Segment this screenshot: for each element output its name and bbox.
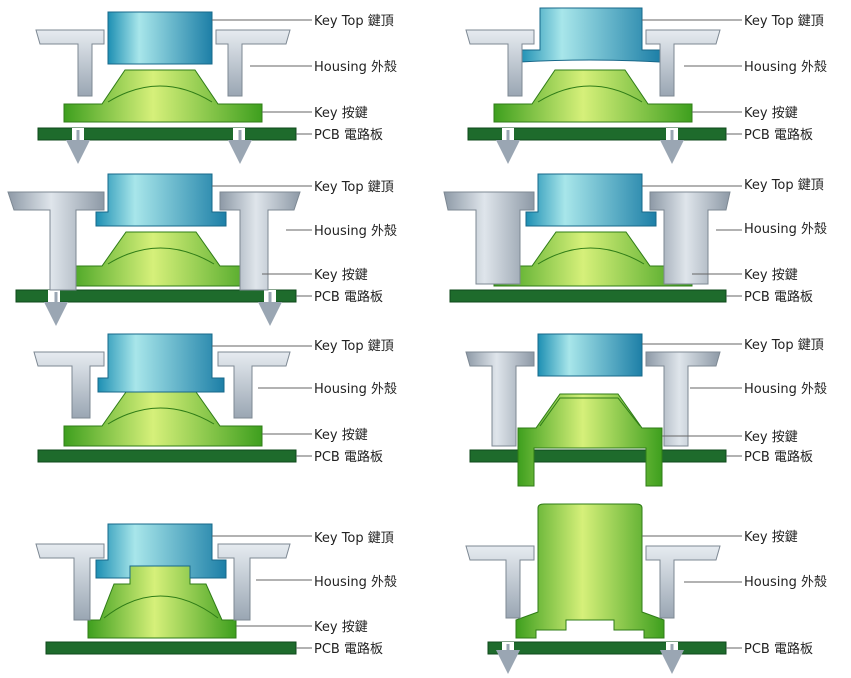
key-dome-line <box>537 247 645 265</box>
panel-5: Key Top 鍵頂 Housing 外殼 Key 按鍵 PCB 電路板 <box>33 333 397 465</box>
panel-2: Key Top 鍵頂 Housing 外殼 Key 按鍵 PCB 電路板 <box>465 7 827 164</box>
key-body <box>517 393 663 487</box>
housing-right <box>649 191 731 285</box>
housing-left <box>465 351 535 447</box>
label-housing: Housing 外殼 <box>744 60 827 75</box>
label-key-top: Key Top 鍵頂 <box>744 177 824 193</box>
label-key-top: Key Top 鍵頂 <box>314 530 394 546</box>
pcb-hole-left <box>48 290 60 302</box>
key-dome-line <box>107 247 215 265</box>
label-pcb: PCB 電路板 <box>314 127 383 143</box>
pcb-board <box>37 449 297 463</box>
keytop <box>107 11 213 65</box>
pcb-board <box>469 449 727 463</box>
key-body <box>63 231 263 287</box>
housing-right <box>215 29 291 97</box>
panel-1: Key Top 鍵頂 Housing 外殼 Key 按鍵 PCB 電路板 <box>35 11 397 164</box>
label-key: Key 按鍵 <box>314 267 368 283</box>
housing-left <box>33 351 105 419</box>
housing-right <box>217 543 291 621</box>
label-housing: Housing 外殼 <box>314 224 397 239</box>
key-dome-line <box>103 595 219 619</box>
panel-8: Key 按鍵 Housing 外殼 PCB 電路板 <box>465 503 827 674</box>
housing-left <box>465 545 535 619</box>
label-pcb: PCB 電路板 <box>314 641 383 657</box>
key-body <box>63 391 263 447</box>
label-pcb: PCB 電路板 <box>744 641 813 657</box>
panel-6: Key Top 鍵頂 Housing 外殼 Key 按鍵 PCB 電路板 <box>465 333 827 487</box>
housing-left <box>443 191 535 285</box>
label-key-top: Key Top 鍵頂 <box>314 179 394 195</box>
housing-right <box>645 351 721 447</box>
label-key: Key 按鍵 <box>744 529 798 545</box>
housing-right <box>645 29 721 97</box>
housing-left <box>35 543 105 621</box>
label-pcb: PCB 電路板 <box>744 289 813 305</box>
label-key-top: Key Top 鍵頂 <box>744 337 824 353</box>
keytop <box>95 523 227 579</box>
key-dome-line <box>539 397 641 427</box>
label-key-top: Key Top 鍵頂 <box>744 13 824 29</box>
keytop <box>537 333 643 377</box>
housing-right <box>217 351 291 419</box>
label-pcb: PCB 電路板 <box>744 449 813 465</box>
label-key: Key 按鍵 <box>314 105 368 121</box>
housing-left <box>7 191 105 291</box>
housing-right <box>645 545 721 619</box>
label-key: Key 按鍵 <box>314 619 368 635</box>
key-dome-line <box>107 85 213 103</box>
label-key: Key 按鍵 <box>744 429 798 445</box>
keytop <box>519 7 661 63</box>
housing-left <box>465 29 535 97</box>
label-key: Key 按鍵 <box>314 427 368 443</box>
panel-7: Key Top 鍵頂 Housing 外殼 Key 按鍵 PCB 電路板 <box>35 523 397 657</box>
label-pcb: PCB 電路板 <box>314 289 383 305</box>
panel-4: Key Top 鍵頂 Housing 外殼 Key 按鍵 PCB 電路板 <box>443 173 827 305</box>
key-dome-line <box>537 85 643 103</box>
pcb-board <box>487 641 727 655</box>
housing-right <box>219 191 301 291</box>
key-body <box>87 565 237 639</box>
label-housing: Housing 外殼 <box>314 60 397 75</box>
label-key-top: Key Top 鍵頂 <box>314 338 394 354</box>
label-pcb: PCB 電路板 <box>314 449 383 465</box>
label-housing: Housing 外殼 <box>744 575 827 590</box>
keytop <box>525 173 657 227</box>
label-pcb: PCB 電路板 <box>744 127 813 143</box>
keytop <box>95 173 227 227</box>
label-key-top: Key Top 鍵頂 <box>314 13 394 29</box>
label-housing: Housing 外殼 <box>314 575 397 590</box>
key-body <box>515 503 665 639</box>
label-housing: Housing 外殼 <box>314 382 397 397</box>
label-key: Key 按鍵 <box>744 105 798 121</box>
keytop <box>97 333 225 393</box>
key-body <box>63 69 263 123</box>
label-key: Key 按鍵 <box>744 267 798 283</box>
pcb-board <box>45 641 297 655</box>
key-body <box>493 231 693 287</box>
housing-left <box>35 29 105 97</box>
panel-3: Key Top 鍵頂 Housing 外殼 Key 按鍵 PCB 電路板 <box>7 173 397 326</box>
label-housing: Housing 外殼 <box>744 222 827 237</box>
key-body <box>493 69 693 123</box>
key-dome-line <box>107 407 215 425</box>
pcb-board <box>449 289 727 303</box>
label-housing: Housing 外殼 <box>744 382 827 397</box>
